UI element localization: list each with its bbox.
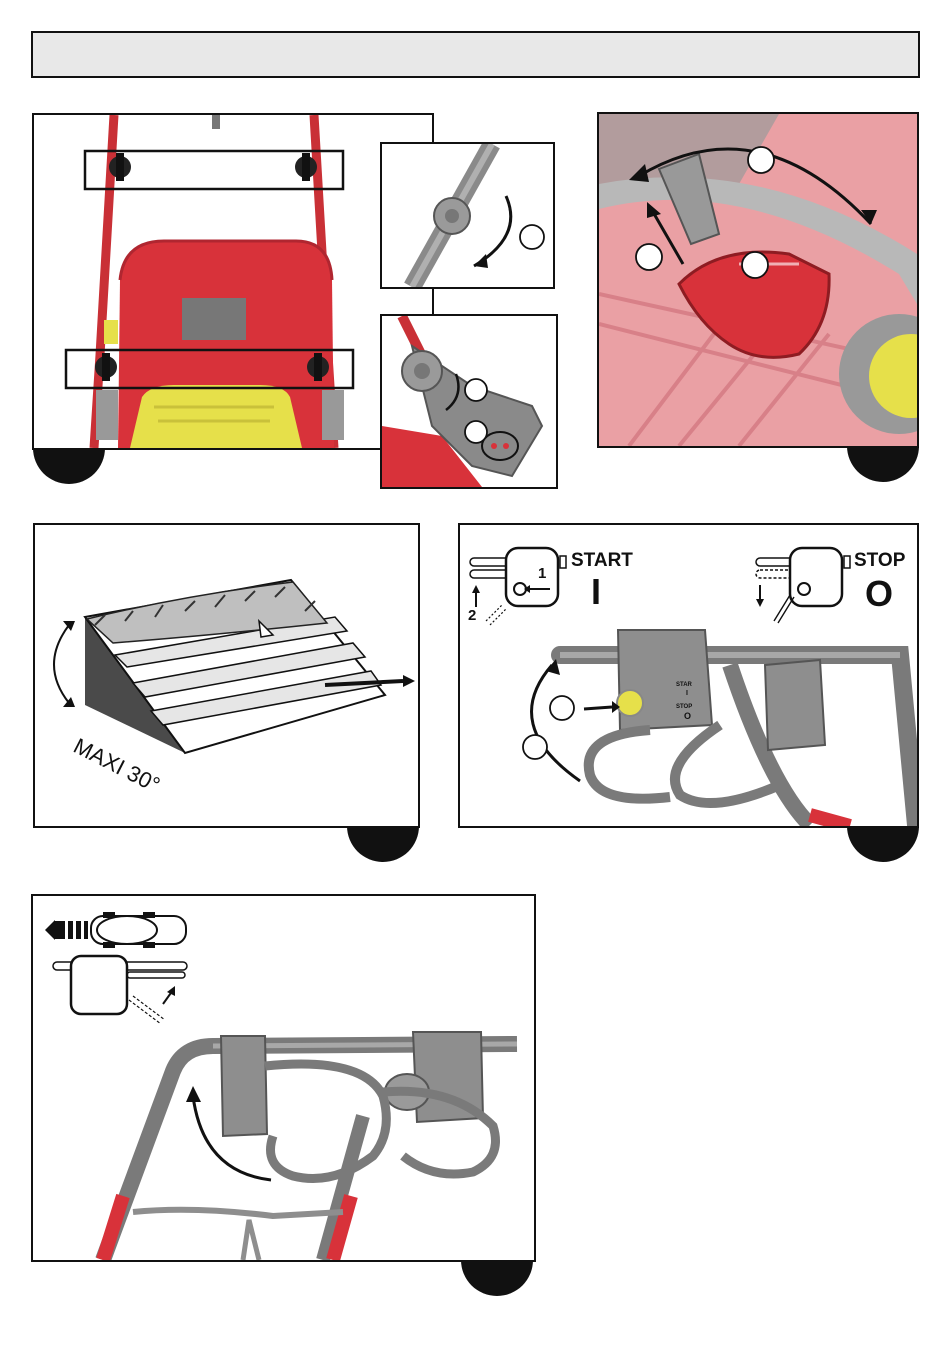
figure-5-panel — [31, 894, 536, 1262]
figure-1-panel — [32, 113, 434, 450]
start-symbol: I — [591, 571, 601, 613]
callout-circle-icon — [465, 379, 487, 401]
callout-circle-icon — [748, 147, 774, 173]
callout-circle-icon — [520, 225, 544, 249]
stop-symbol: O — [865, 573, 893, 615]
mini-stop-symbol: O — [684, 711, 691, 721]
control-box — [221, 1036, 267, 1136]
step-1-label: 1 — [538, 565, 546, 582]
figure-2-panel — [597, 112, 919, 448]
mini-stop-label: STOP — [676, 704, 692, 710]
callout-circle-icon — [523, 735, 547, 759]
figure-3-number-badge — [347, 826, 419, 862]
callout-circle-icon — [465, 421, 487, 443]
mini-start-label: STAR — [676, 682, 692, 688]
start-pictogram — [470, 548, 566, 625]
handle-pictogram — [53, 956, 187, 1024]
figure-3-panel: MAXI 30° — [33, 523, 420, 828]
start-label: START — [571, 550, 633, 572]
figure-1-number-badge — [33, 448, 105, 484]
callout-circle-icon — [636, 244, 662, 270]
callout-circle-icon — [742, 252, 768, 278]
stop-pictogram — [756, 548, 850, 623]
figure-1-inset-knob-unscrew — [380, 142, 555, 289]
push-button-icon — [617, 690, 643, 716]
rotation-arrow-icon — [532, 665, 580, 781]
callout-circle-icon — [550, 696, 574, 720]
figure-4-number-badge — [847, 826, 919, 862]
figure-5-number-badge — [461, 1260, 533, 1296]
mower-top-view-icon — [45, 912, 186, 948]
mini-start-symbol: I — [686, 690, 688, 697]
figure-2-number-badge — [847, 446, 919, 482]
stop-label: STOP — [854, 550, 905, 572]
rotation-arrow-icon — [474, 196, 511, 266]
figure-4-panel: START I STOP O 1 2 STAR I STOP O — [458, 523, 919, 828]
header-bar — [31, 31, 920, 78]
figure-1-inset-bracket — [380, 314, 558, 489]
mower-rear-illustration — [34, 115, 432, 448]
step-2-label: 2 — [468, 607, 476, 624]
